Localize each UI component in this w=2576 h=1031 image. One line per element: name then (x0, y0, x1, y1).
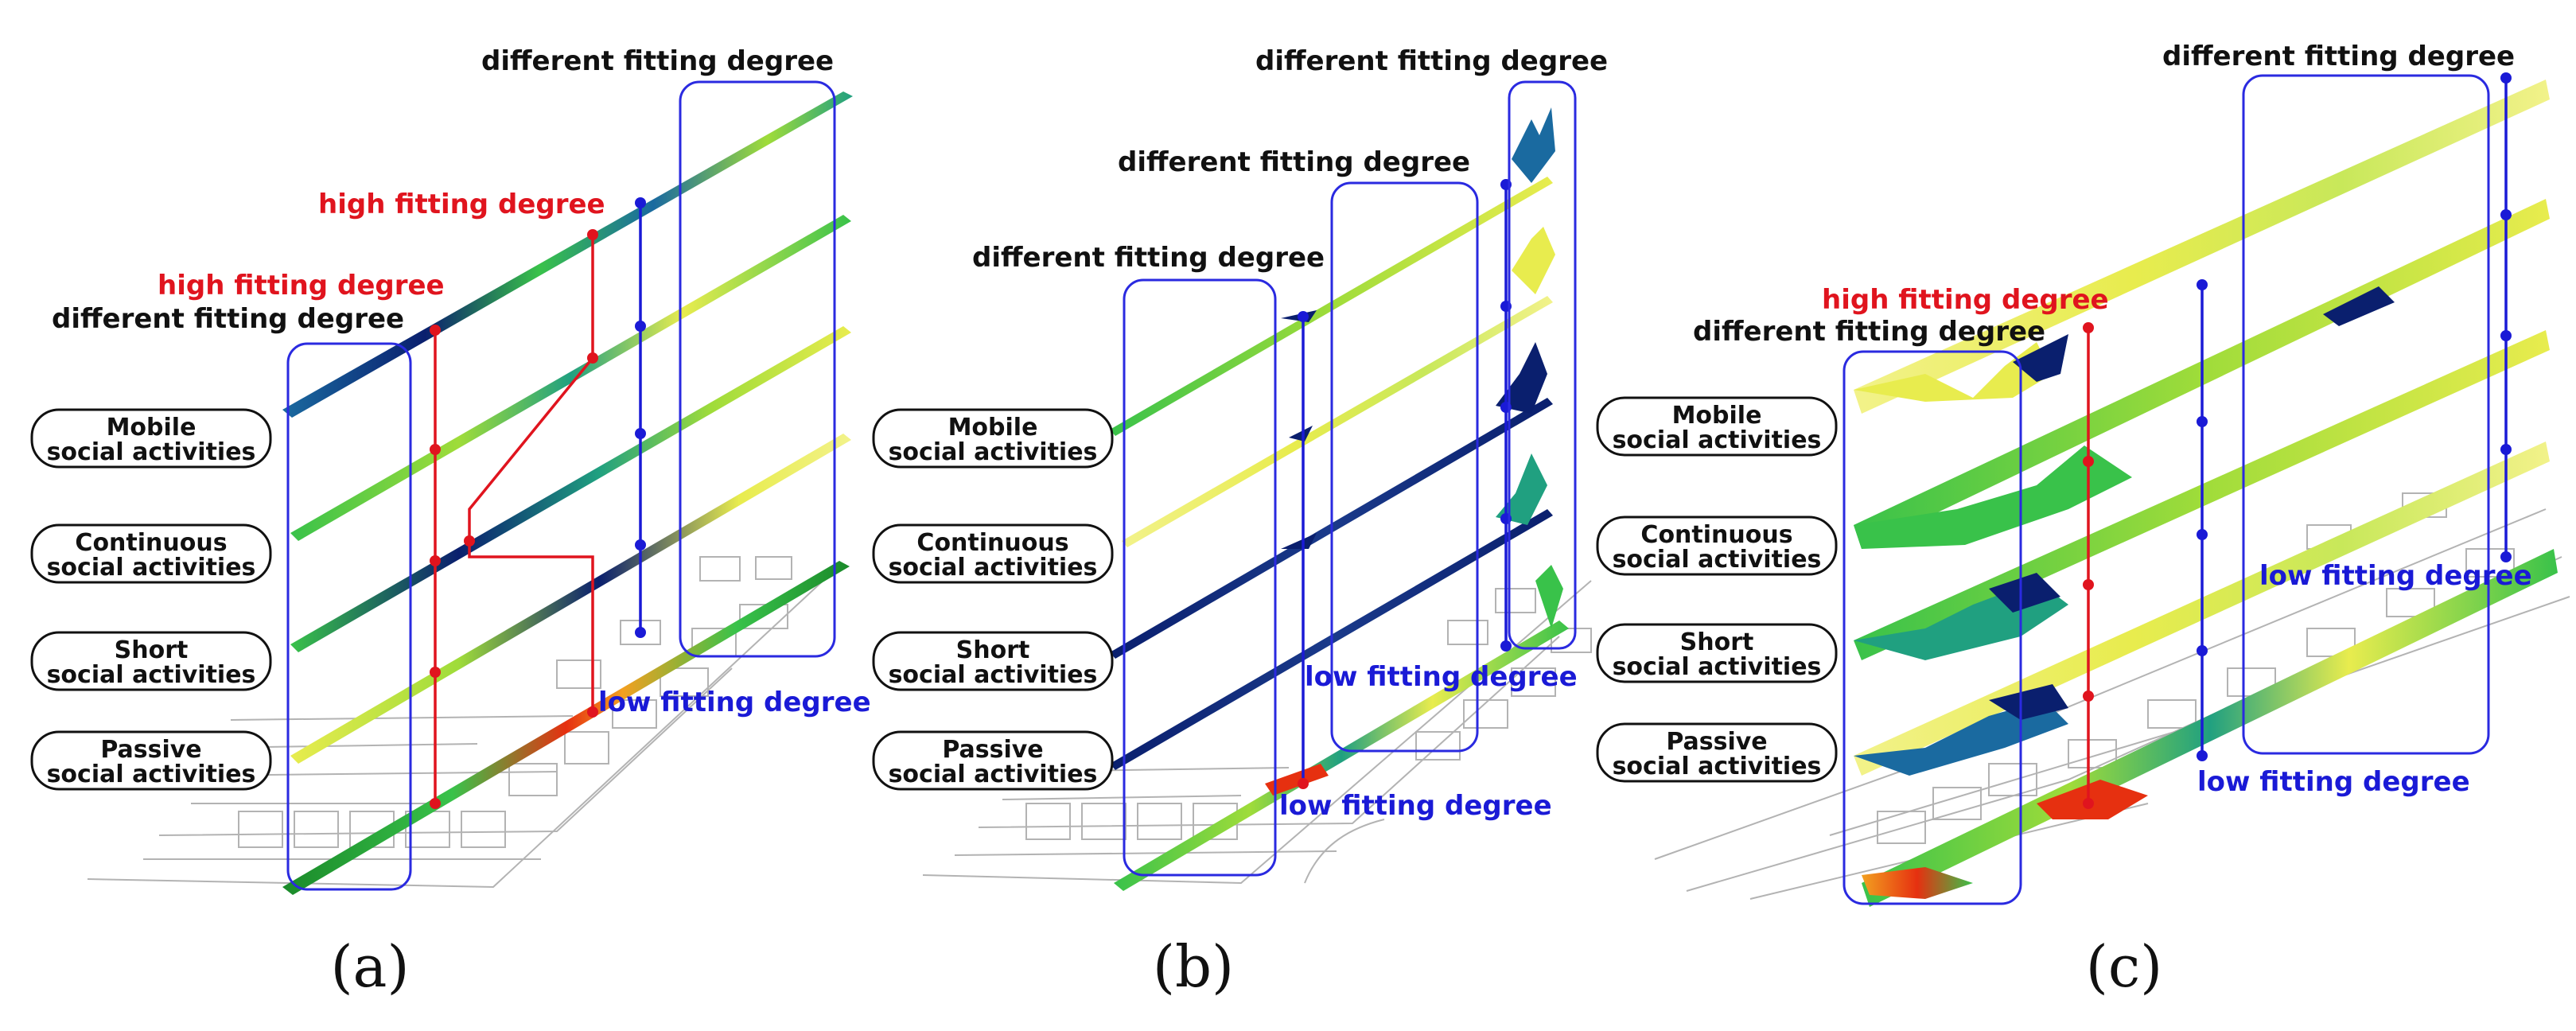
label-a-different-left: different fitting degree (52, 303, 404, 335)
pill-c-mobile: Mobile social activities (1596, 396, 1838, 457)
pill-b-passive-line2: social activities (889, 761, 1098, 788)
pill-c-mobile-line1: Mobile (1672, 402, 1762, 430)
pill-c-continuous-line2: social activities (1613, 546, 1822, 574)
box-b-mid (1330, 181, 1479, 753)
panel-c: different fitting degree high fitting de… (1596, 41, 2570, 1000)
shape-c-3b (1989, 573, 2060, 613)
base-map-a (87, 556, 828, 889)
peak-b-2 (1512, 227, 1555, 294)
box-a-right (679, 80, 836, 658)
label-c-low-2: low fitting degree (2197, 766, 2470, 798)
pill-c-passive-line1: Passive (1666, 728, 1767, 756)
ribbon-b-hot (1265, 764, 1329, 796)
shape-c-4b (1989, 684, 2068, 720)
ribbons-a (282, 91, 853, 895)
label-b-low-2: low fitting degree (1279, 790, 1552, 822)
high-markers-a (430, 229, 598, 809)
pill-b-passive-line1: Passive (942, 736, 1043, 764)
pill-a-short-line1: Short (115, 636, 189, 664)
high-connector-a (434, 235, 594, 803)
pill-a-continuous-line1: Continuous (75, 529, 227, 557)
pill-c-passive-line2: social activities (1613, 753, 1822, 780)
activity-pills-b: Mobile social activities Continuous soci… (872, 408, 1114, 791)
label-a-low: low fitting degree (598, 687, 871, 718)
ribbon-a-2 (290, 215, 851, 541)
label-c-low-1: low fitting degree (2259, 560, 2532, 592)
label-c-high: high fitting degree (1822, 284, 2109, 316)
pill-a-passive-line1: Passive (100, 736, 201, 764)
high-connector-c (2083, 322, 2094, 809)
ribbon-a-1 (282, 91, 853, 418)
caption-a: (a) (330, 933, 409, 1000)
ribbon-b-5 (1114, 621, 1569, 891)
panel-a: high fitting degree high fitting degree … (30, 45, 871, 1000)
pill-c-continuous: Continuous social activities (1596, 516, 1838, 576)
pill-b-mobile: Mobile social activities (872, 408, 1114, 469)
pill-a-short: Short social activities (30, 631, 272, 691)
ribbons-b (1110, 107, 1569, 891)
label-c-different-right: different fitting degree (2162, 41, 2515, 72)
pill-c-short-line1: Short (1680, 628, 1754, 656)
box-b-right (1508, 80, 1577, 650)
pill-a-mobile-line2: social activities (47, 438, 256, 466)
shape-c-hot2 (2037, 780, 2148, 819)
low-connectors-c (2197, 72, 2512, 761)
ribbon-a-3 (290, 326, 851, 652)
box-c-left (1843, 350, 2022, 905)
shape-c-2 (1854, 445, 2132, 549)
pill-a-mobile-line1: Mobile (107, 414, 197, 442)
activity-pills-a: Mobile social activities Continuous soci… (30, 408, 272, 791)
box-a-left (286, 342, 412, 891)
box-c-right (2242, 74, 2490, 755)
label-b-different-left: different fitting degree (972, 242, 1325, 274)
pill-b-continuous-line2: social activities (889, 554, 1098, 582)
peak-b-1 (1512, 107, 1555, 183)
label-c-different-left: different fitting degree (1693, 316, 2045, 348)
pill-a-mobile: Mobile social activities (30, 408, 272, 469)
caption-b: (b) (1153, 933, 1234, 1000)
pill-a-continuous-line2: social activities (47, 554, 256, 582)
pill-b-mobile-line1: Mobile (948, 414, 1038, 442)
pill-c-passive: Passive social activities (1596, 722, 1838, 783)
pill-a-continuous: Continuous social activities (30, 523, 272, 584)
label-b-different-top: different fitting degree (1255, 45, 1608, 77)
ribbon-c-1 (1854, 80, 2550, 414)
pill-c-mobile-line2: social activities (1613, 426, 1822, 454)
pill-a-short-line2: social activities (47, 661, 256, 689)
pill-a-passive: Passive social activities (30, 730, 272, 791)
pill-c-continuous-line1: Continuous (1640, 521, 1792, 549)
pill-b-continuous: Continuous social activities (872, 523, 1114, 584)
pill-b-short-line1: Short (956, 636, 1030, 664)
label-b-different-mid: different fitting degree (1118, 146, 1470, 178)
label-b-low-1: low fitting degree (1305, 661, 1578, 693)
pill-a-passive-line2: social activities (47, 761, 256, 788)
ribbon-a-5 (282, 561, 850, 895)
label-a-high-1: high fitting degree (318, 189, 605, 220)
shape-c-2b (2323, 286, 2395, 326)
pill-c-short-line2: social activities (1613, 653, 1822, 681)
ribbon-a-4 (290, 434, 851, 764)
pill-b-passive: Passive social activities (872, 730, 1114, 791)
peak-b-mid (1281, 310, 1317, 549)
pill-b-mobile-line2: social activities (889, 438, 1098, 466)
pill-b-short-line2: social activities (889, 661, 1098, 689)
box-b-left (1123, 278, 1277, 877)
shape-c-1b (2013, 334, 2068, 382)
ribbon-c-5 (1862, 549, 2558, 907)
ribbon-b-2 (1122, 296, 1553, 547)
shape-c-4 (1854, 700, 2068, 776)
pill-b-short: Short social activities (872, 631, 1114, 691)
activity-pills-c: Mobile social activities Continuous soci… (1596, 396, 1838, 783)
shape-c-1 (1854, 342, 2053, 402)
low-connector-a (635, 197, 646, 638)
label-a-high-2: high fitting degree (158, 270, 445, 302)
peak-b-5 (1535, 565, 1563, 628)
pill-c-short: Short social activities (1596, 623, 1838, 683)
pill-b-continuous-line1: Continuous (916, 529, 1068, 557)
caption-c: (c) (2086, 933, 2163, 1000)
label-a-different-right: different fitting degree (481, 45, 834, 77)
panel-b: different fitting degree different fitti… (872, 45, 1608, 1000)
shape-c-hot (1862, 867, 1973, 899)
